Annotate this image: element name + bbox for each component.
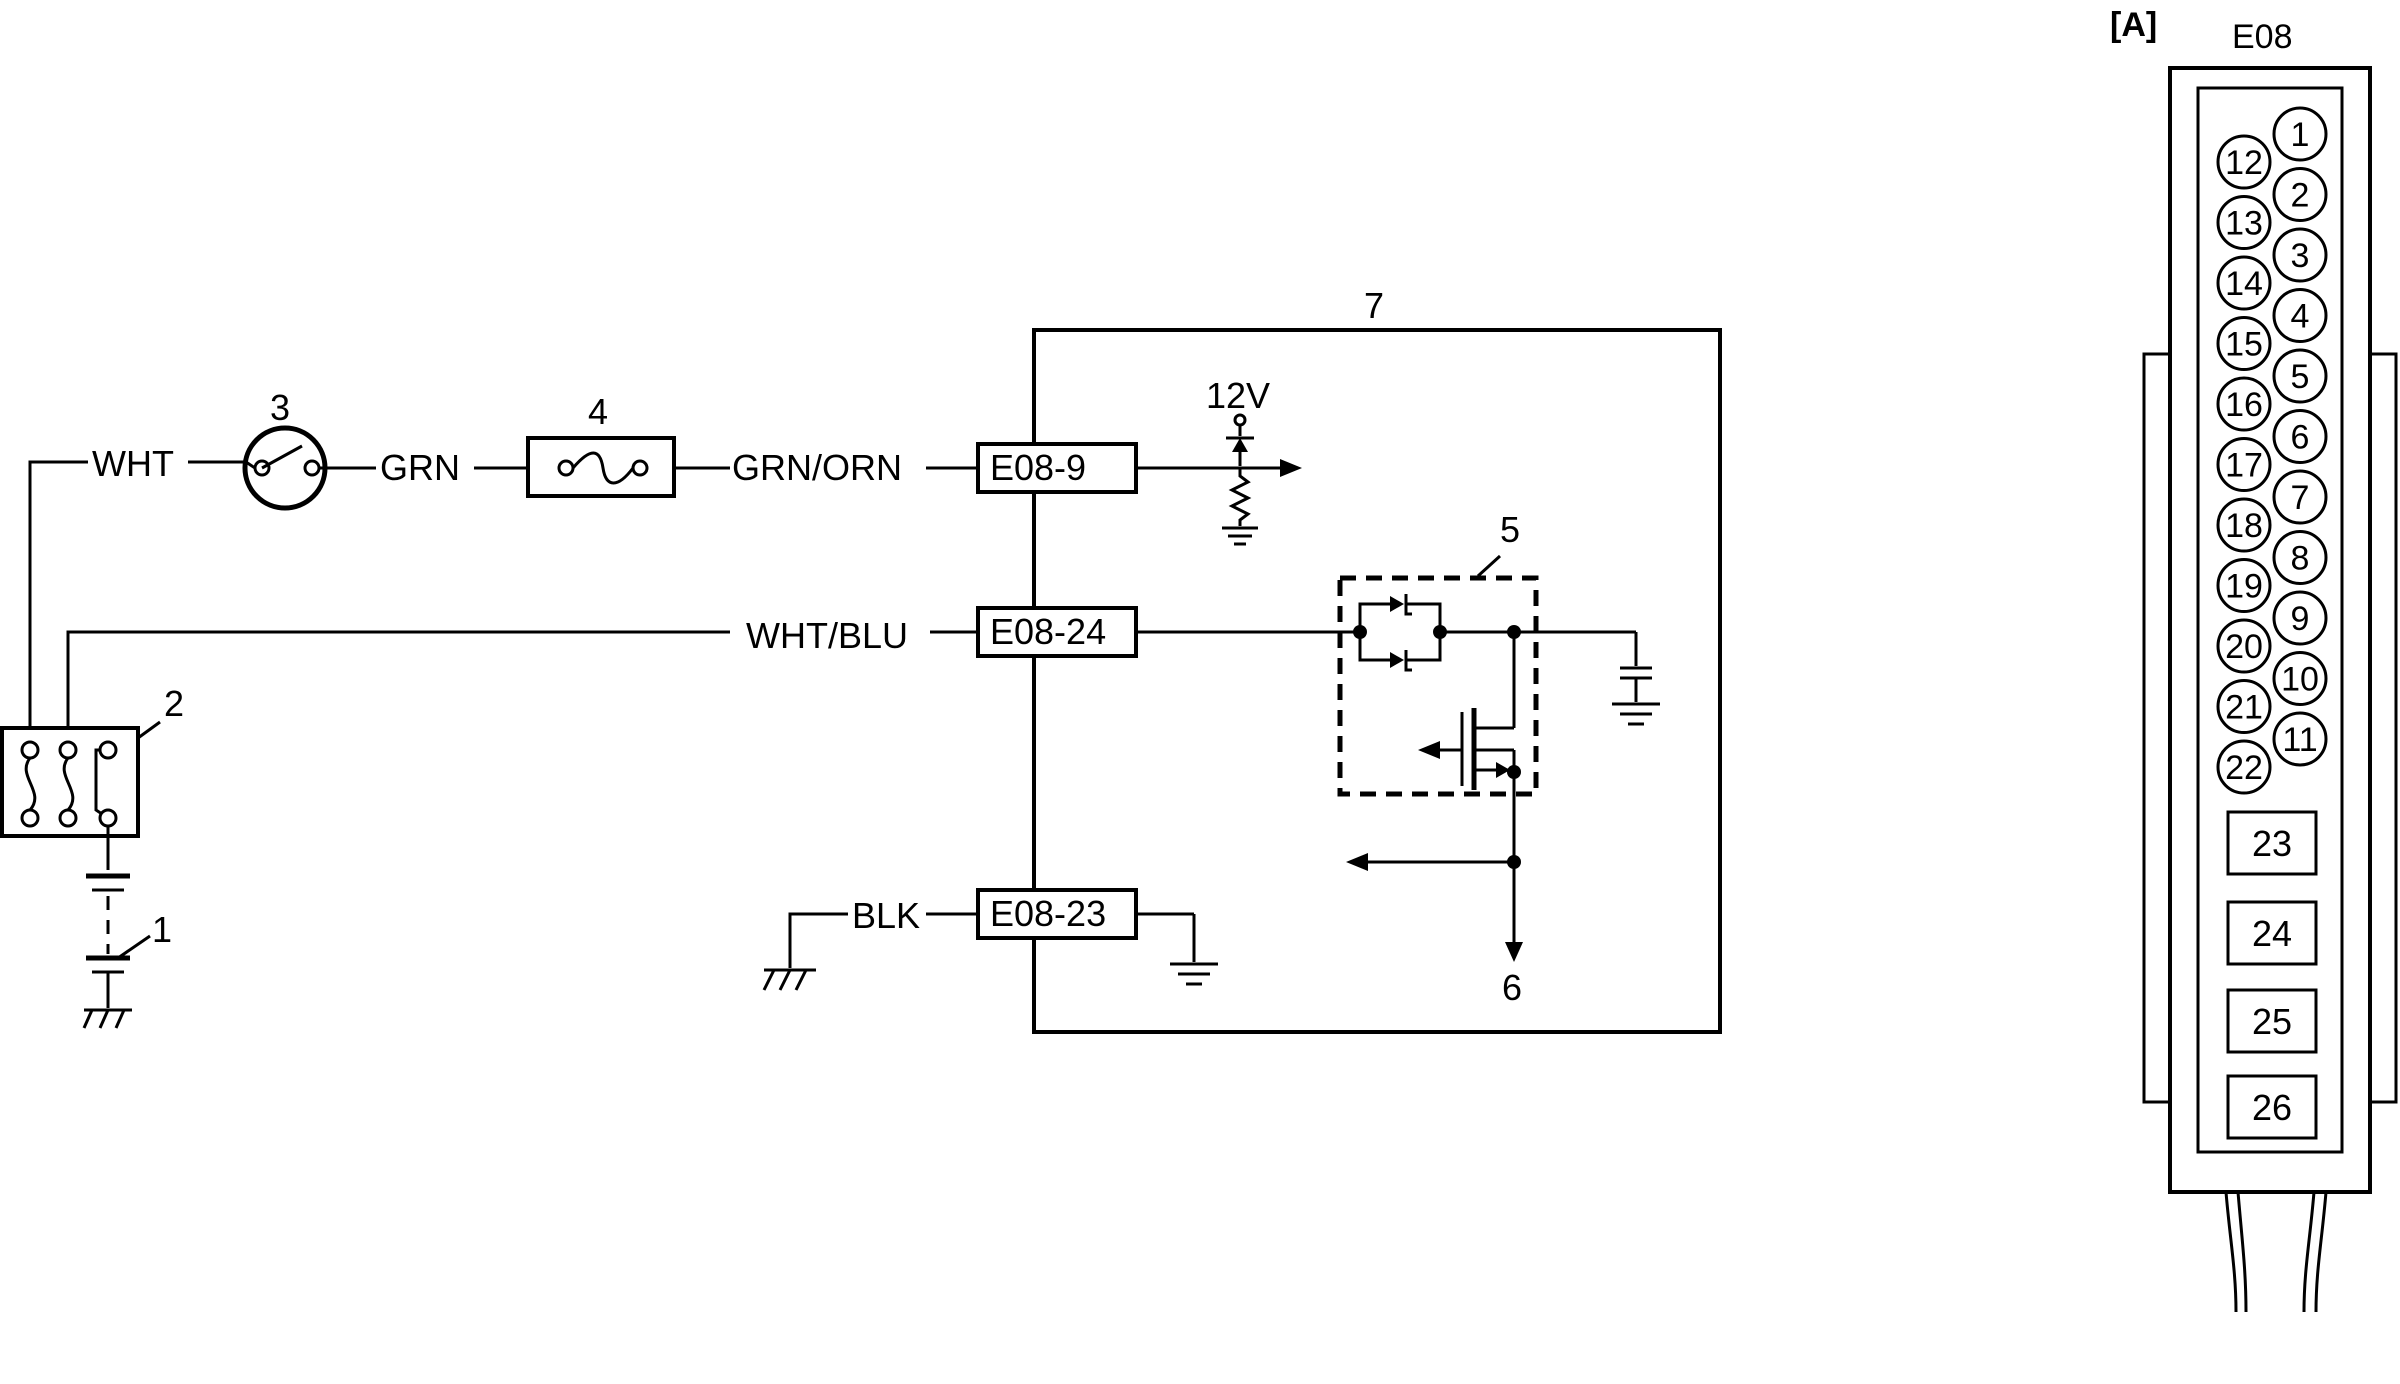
svg-text:21: 21 [2225,689,2263,727]
terminal-label-e08-23: E08-23 [990,893,1106,934]
fuse [526,436,676,498]
pin-26: 26 [2226,1074,2318,1140]
svg-text:25: 25 [2252,1001,2292,1042]
svg-text:2: 2 [2291,177,2310,215]
terminal-label-e08-24: E08-24 [990,611,1106,652]
terminal-e08-9 [976,442,1138,494]
pin-16: 16 [2216,376,2272,432]
output-lines [1346,772,1523,962]
svg-text:18: 18 [2225,507,2263,545]
svg-text:3: 3 [2291,237,2310,275]
svg-text:16: 16 [2225,386,2263,424]
pin-17: 17 [2216,437,2272,492]
svg-text:20: 20 [2225,628,2263,666]
wire-label-wht-blu: WHT/BLU [746,615,908,656]
wire-label-grn-orn: GRN/ORN [732,447,902,488]
pin-22: 22 [2216,739,2272,795]
wire-wht-blu [66,630,730,728]
circuit-schematic: WHT 3 GRN 4 GRN/ORN WHT/BLU [0,285,1722,1034]
pin-12: 12 [2216,134,2272,190]
pin-11: 11 [2272,711,2328,767]
pin-10: 10 [2272,651,2328,706]
svg-text:15: 15 [2225,326,2263,364]
connector-latch-right [2368,352,2398,1104]
pin-14: 14 [2216,255,2272,311]
svg-text:14: 14 [2225,265,2263,303]
component-label-4: 4 [588,391,608,432]
pin-4: 4 [2272,288,2328,343]
pin-7: 7 [2272,469,2328,525]
component-label-7: 7 [1364,285,1384,326]
wire-blk [788,912,848,968]
pin-2: 2 [2272,167,2328,222]
ignition-switch [242,425,376,511]
pin-18: 18 [2216,497,2272,553]
svg-text:11: 11 [2282,721,2317,759]
terminal-label-e08-9: E08-9 [990,447,1086,488]
pin-15: 15 [2216,316,2272,371]
component-label-6: 6 [1502,967,1522,1008]
pin-13: 13 [2216,195,2272,250]
pin-19: 19 [2216,558,2272,613]
pin-1: 1 [2272,106,2328,162]
connector-latch-left [2142,352,2172,1104]
svg-text:26: 26 [2252,1087,2292,1128]
svg-text:6: 6 [2291,419,2310,457]
wire-label-grn: GRN [380,447,460,488]
input-protection-circuit [1337,575,1539,797]
component-label-1: 1 [152,909,172,950]
svg-text:5: 5 [2291,358,2310,396]
pin-25: 25 [2226,988,2318,1054]
svg-text:23: 23 [2252,823,2292,864]
svg-text:13: 13 [2225,205,2263,243]
wire-label-blk: BLK [852,895,920,936]
pin-6: 6 [2272,409,2328,464]
pin-3: 3 [2272,227,2328,283]
capacitor-ground [1514,630,1660,726]
component-label-5: 5 [1500,509,1520,550]
square-pin-cavities: 23 24 25 26 [2226,810,2318,1140]
diode-pair [1136,594,1521,672]
svg-text:4: 4 [2291,298,2310,336]
component-label-2: 2 [164,683,184,724]
battery [82,826,132,1029]
pin-20: 20 [2216,618,2272,674]
pullup-circuit: 12V [1136,375,1302,546]
wire-label-wht: WHT [92,443,174,484]
connector-view: [A] E08 12345678910111213141516171819202… [2110,6,2398,1313]
pin-8: 8 [2272,530,2328,585]
svg-text:24: 24 [2252,913,2292,954]
svg-text:10: 10 [2281,661,2319,699]
svg-text:12: 12 [2225,144,2263,182]
svg-text:19: 19 [2225,568,2263,606]
pin-9: 9 [2272,590,2328,646]
svg-text:7: 7 [2291,479,2310,517]
wire-wht [28,460,88,728]
svg-text:9: 9 [2291,600,2310,638]
svg-text:17: 17 [2225,447,2263,485]
view-label: [A] [2110,6,2157,44]
svg-text:8: 8 [2291,540,2310,578]
pin-21: 21 [2216,679,2272,734]
module-ground [1136,912,1218,986]
pin-23: 23 [2226,810,2318,876]
relay-block [0,726,140,838]
connector-name: E08 [2232,18,2293,56]
pin-5: 5 [2272,348,2328,404]
svg-text:1: 1 [2291,116,2310,154]
supply-voltage-label: 12V [1206,375,1270,416]
component-label-3: 3 [270,387,290,428]
connector-face [2196,86,2344,1154]
pin-24: 24 [2226,900,2318,966]
svg-text:22: 22 [2225,749,2263,787]
